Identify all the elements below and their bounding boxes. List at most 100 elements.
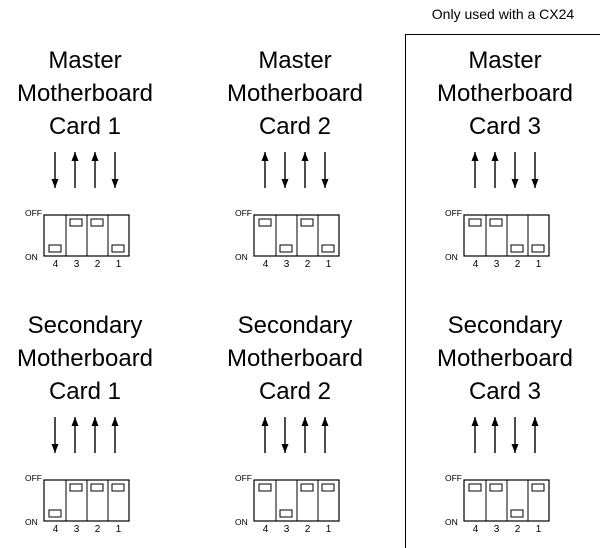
arrow-down-icon <box>281 417 289 453</box>
switch-number: 2 <box>305 524 311 535</box>
arrow-up-icon <box>111 417 119 453</box>
switch-number: 1 <box>536 259 542 270</box>
off-label: OFF <box>235 473 252 483</box>
arrow-down-icon <box>51 152 59 188</box>
switch-number: 4 <box>473 524 479 535</box>
dip-switch-toggle-2 <box>90 218 104 227</box>
dip-switch-toggle-2 <box>300 483 314 492</box>
card-title-line: Card 3 <box>469 113 541 140</box>
arrow-down-icon <box>511 417 519 453</box>
on-label: ON <box>235 517 248 527</box>
card-title-line: Master <box>48 47 121 74</box>
switch-number: 2 <box>95 259 101 270</box>
switch-number: 3 <box>284 259 290 270</box>
arrow-up-icon <box>91 152 99 188</box>
card-title-line: Card 2 <box>259 113 331 140</box>
dip-switch-toggle-4 <box>468 483 482 492</box>
off-label: OFF <box>235 208 252 218</box>
switch-number: 3 <box>494 524 500 535</box>
switch-number: 2 <box>515 259 521 270</box>
dip-switch-toggle-1 <box>111 244 125 253</box>
arrow-up-icon <box>71 417 79 453</box>
switch-number: 1 <box>116 524 122 535</box>
dip-switch-toggle-3 <box>279 509 293 518</box>
card-title-line: Secondary <box>238 312 353 339</box>
card-title-line: Motherboard <box>437 345 573 372</box>
arrow-up-icon <box>471 417 479 453</box>
dip-switch-toggle-3 <box>69 483 83 492</box>
dip-switch-toggle-1 <box>321 483 335 492</box>
arrow-down-icon <box>111 152 119 188</box>
switch-number: 1 <box>326 259 332 270</box>
arrow-up-icon <box>471 152 479 188</box>
arrow-up-icon <box>71 152 79 188</box>
card-title-line: Motherboard <box>17 345 153 372</box>
dip-switch-toggle-3 <box>279 244 293 253</box>
card-title-line: Master <box>258 47 331 74</box>
arrow-up-icon <box>321 417 329 453</box>
dip-switch-toggle-4 <box>258 218 272 227</box>
dip-switch-toggle-1 <box>531 244 545 253</box>
card-title-line: Motherboard <box>17 80 153 107</box>
arrow-up-icon <box>91 417 99 453</box>
dip-switch-toggle-2 <box>510 244 524 253</box>
arrow-down-icon <box>321 152 329 188</box>
switch-number: 1 <box>116 259 122 270</box>
switch-number: 2 <box>305 259 311 270</box>
switch-number: 2 <box>515 524 521 535</box>
arrow-up-icon <box>491 152 499 188</box>
dip-switch-toggle-3 <box>69 218 83 227</box>
cx24-note: Only used with a CX24 <box>431 6 575 22</box>
dip-switch-toggle-1 <box>111 483 125 492</box>
arrow-down-icon <box>51 417 59 453</box>
arrow-down-icon <box>531 152 539 188</box>
card-title-line: Motherboard <box>437 80 573 107</box>
switch-number: 2 <box>95 524 101 535</box>
dip-switch-toggle-1 <box>531 483 545 492</box>
dip-switch-toggle-4 <box>48 244 62 253</box>
on-label: ON <box>445 517 458 527</box>
arrow-up-icon <box>301 152 309 188</box>
card-title-line: Secondary <box>448 312 563 339</box>
arrow-up-icon <box>261 152 269 188</box>
card-title-line: Master <box>468 47 541 74</box>
on-label: ON <box>235 252 248 262</box>
switch-number: 3 <box>284 524 290 535</box>
dip-switch-toggle-2 <box>510 509 524 518</box>
switch-number: 3 <box>74 259 80 270</box>
on-label: ON <box>25 252 38 262</box>
arrow-up-icon <box>531 417 539 453</box>
on-label: ON <box>25 517 38 527</box>
cx24-divider-top-line <box>405 34 600 35</box>
on-label: ON <box>445 252 458 262</box>
off-label: OFF <box>25 473 42 483</box>
switch-number: 1 <box>536 524 542 535</box>
card-title-line: Motherboard <box>227 80 363 107</box>
card-title-line: Secondary <box>28 312 143 339</box>
dip-switch-toggle-3 <box>489 483 503 492</box>
switch-number: 4 <box>263 524 269 535</box>
dip-switch-toggle-4 <box>48 509 62 518</box>
dip-switch-toggle-4 <box>258 483 272 492</box>
card-title-line: Card 1 <box>49 113 121 140</box>
cx24-divider-line <box>405 34 406 548</box>
arrow-down-icon <box>511 152 519 188</box>
switch-number: 4 <box>53 259 59 270</box>
card-title-line: Motherboard <box>227 345 363 372</box>
switch-number: 1 <box>326 524 332 535</box>
switch-number: 4 <box>53 524 59 535</box>
arrow-up-icon <box>261 417 269 453</box>
arrow-up-icon <box>491 417 499 453</box>
off-label: OFF <box>445 208 462 218</box>
arrow-down-icon <box>281 152 289 188</box>
arrow-up-icon <box>301 417 309 453</box>
off-label: OFF <box>25 208 42 218</box>
card-title-line: Card 3 <box>469 378 541 405</box>
